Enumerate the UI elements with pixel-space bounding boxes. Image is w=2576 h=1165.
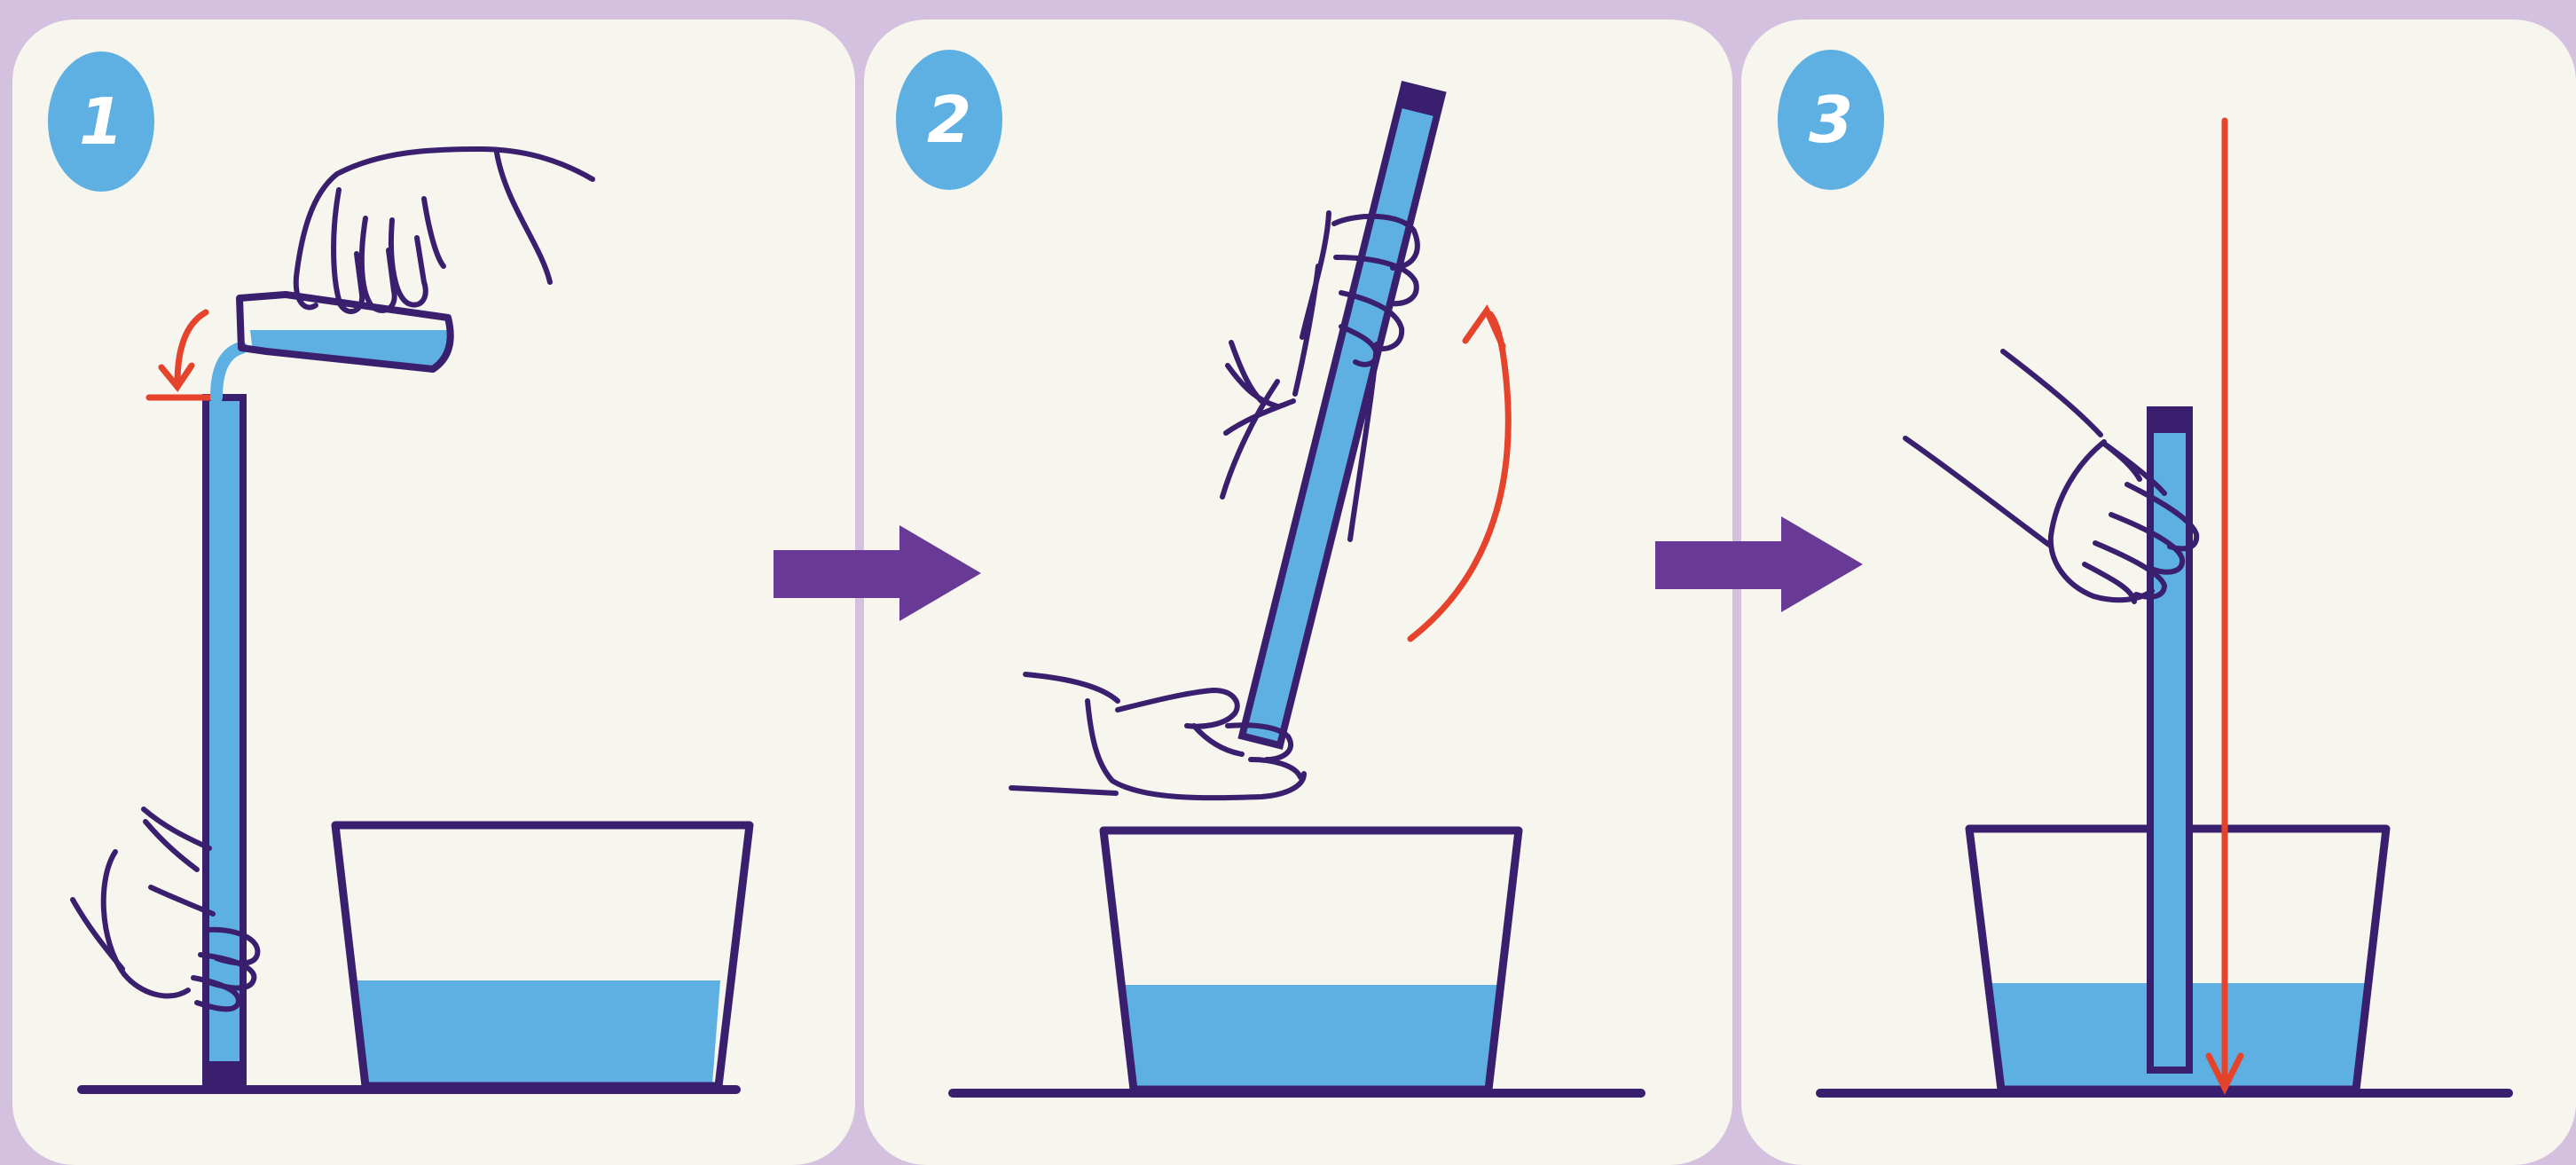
step-number-badge-3: 3	[1778, 50, 1884, 190]
step-panel-1	[12, 20, 855, 1165]
step-number-badge-1: 1	[48, 51, 154, 192]
step-panel-3	[1741, 20, 2576, 1165]
step-panel-2	[864, 20, 1732, 1165]
step-number-badge-2: 2	[896, 50, 1002, 190]
